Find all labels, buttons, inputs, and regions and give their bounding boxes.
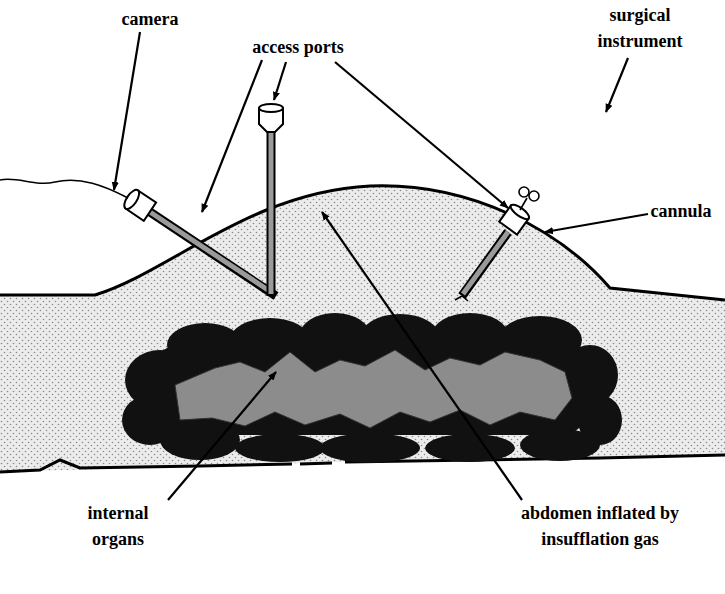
middle-port xyxy=(259,104,283,296)
leader-arrows xyxy=(114,32,648,500)
gas-label: abdomen inflated by insufflation gas xyxy=(505,500,695,552)
ports-label: access ports xyxy=(218,34,378,60)
abdomen-region xyxy=(0,186,725,472)
abdominal-wall xyxy=(0,186,725,300)
organ-inner xyxy=(175,350,572,428)
instrument-cannula xyxy=(455,187,539,301)
organs-label: internal organs xyxy=(68,500,168,552)
camera-label: camera xyxy=(90,6,210,32)
camera-cannula xyxy=(0,179,276,296)
cannula-label: cannula xyxy=(641,198,721,224)
scissors-handle xyxy=(519,187,539,210)
instrument-label: surgical instrument xyxy=(585,2,695,54)
internal-organs xyxy=(122,313,622,463)
